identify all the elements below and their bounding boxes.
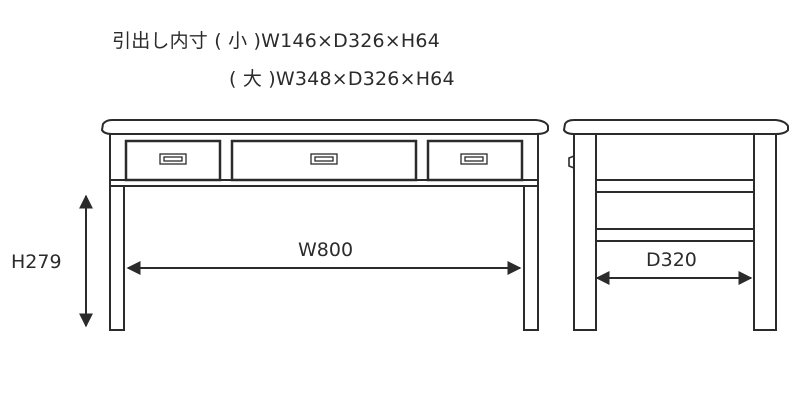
- front-tabletop: [100, 119, 549, 135]
- side-leg-front: [573, 133, 597, 331]
- side-view: [562, 119, 789, 331]
- small-drawer-inner-dimensions: 引出し内寸 ( 小 )W146×D326×H64: [112, 30, 440, 52]
- side-tabletop: [562, 119, 789, 135]
- side-leg-back: [753, 133, 777, 331]
- drawer-pull-left: [159, 153, 187, 165]
- front-leg-left: [109, 185, 125, 331]
- large-drawer-inner-dimensions: ( 大 )W348×D326×H64: [229, 68, 455, 90]
- depth-label: D320: [646, 249, 697, 271]
- side-rail-upper: [595, 179, 755, 193]
- height-label: H279: [11, 251, 62, 273]
- drawer-center: [230, 139, 418, 182]
- front-apron: [109, 133, 539, 187]
- drawer-pull-center: [310, 153, 338, 165]
- side-knob-profile: [568, 155, 575, 169]
- drawer-right: [426, 139, 524, 182]
- width-label: W800: [298, 239, 353, 261]
- front-leg-right: [523, 185, 539, 331]
- drawer-pull-right: [460, 153, 488, 165]
- drawer-left: [124, 139, 222, 182]
- front-view: [100, 119, 549, 331]
- side-rail-lower: [595, 228, 755, 242]
